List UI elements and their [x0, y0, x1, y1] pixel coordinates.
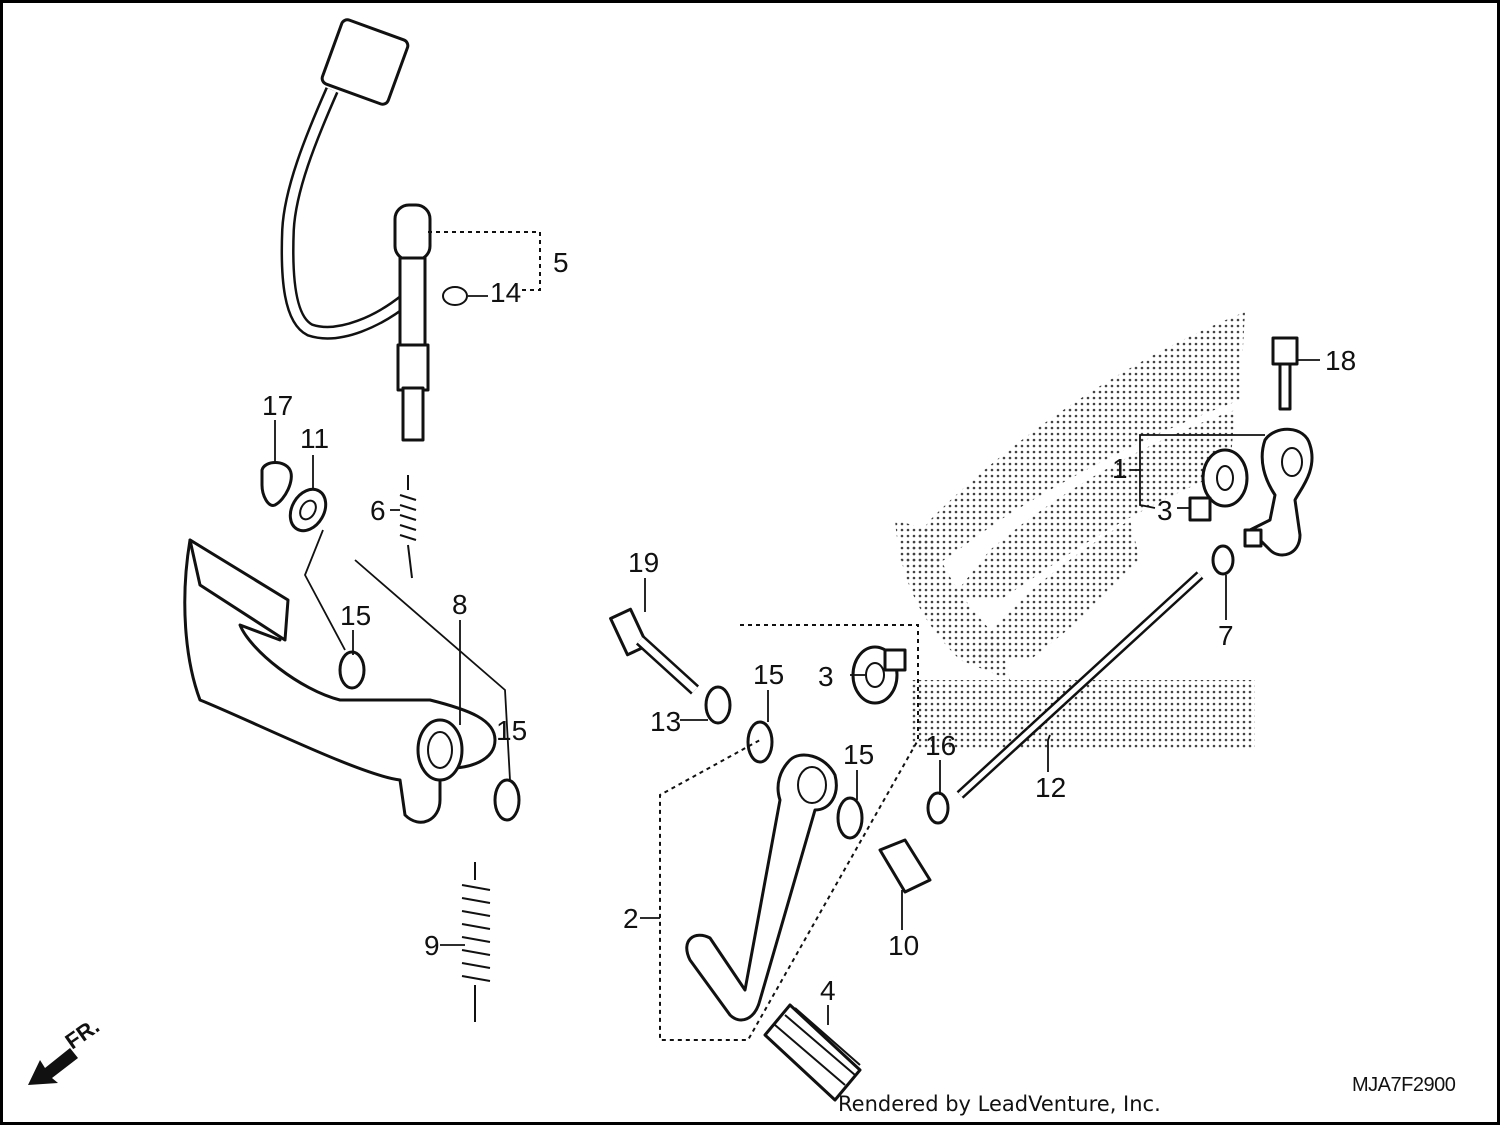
nut-16 — [926, 791, 950, 825]
callout-18: 18 — [1325, 345, 1356, 376]
washer-13 — [704, 685, 732, 725]
callout-14: 14 — [490, 277, 521, 308]
tie-rod-end — [851, 645, 907, 705]
callout-19: 19 — [628, 547, 659, 578]
return-spring-small — [399, 475, 417, 579]
diagram-code: MJA7F2900 — [1352, 1074, 1456, 1096]
callout-15b: 15 — [496, 715, 527, 746]
bolt-18 — [1271, 336, 1299, 411]
callout-8: 8 — [452, 589, 468, 620]
callout-10: 10 — [888, 930, 919, 961]
callout-4: 4 — [820, 975, 836, 1006]
fr-label: FR. — [61, 1013, 104, 1054]
callout-15c: 15 — [753, 659, 784, 690]
callout-12: 12 — [1035, 772, 1066, 803]
callout-6: 6 — [370, 495, 386, 526]
callout-16: 16 — [925, 730, 956, 761]
brake-pedal-spring — [461, 862, 491, 1022]
front-direction-arrow: FR. — [28, 1013, 104, 1085]
render-credit: Rendered by LeadVenture, Inc. — [838, 1092, 1161, 1116]
washer-15-lever — [746, 720, 864, 840]
callout-1: 1 — [1112, 453, 1128, 484]
callout-2: 2 — [623, 903, 639, 934]
nut-7 — [1211, 544, 1235, 576]
callout-5: 5 — [553, 247, 569, 278]
honda-wing-logo — [895, 312, 1255, 748]
cotter-pin — [260, 461, 293, 507]
tie-rod — [956, 571, 1204, 799]
callout-13: 13 — [650, 706, 681, 737]
collar-10 — [878, 838, 932, 894]
callout-3: 3 — [818, 661, 834, 692]
callout-15d: 15 — [843, 739, 874, 770]
callout-numbers: 1 2 3 3 4 5 6 7 8 9 10 11 12 13 14 15 15… — [262, 247, 1356, 1006]
callout-17: 17 — [262, 390, 293, 421]
leader-lines — [274, 359, 1320, 1041]
shift-pedal — [685, 753, 838, 1022]
washer-11 — [288, 487, 328, 533]
callout-11: 11 — [300, 423, 329, 454]
brake-pedal — [183, 529, 521, 824]
callout-3b: 3 — [1157, 495, 1173, 526]
callout-15a: 15 — [340, 600, 371, 631]
callout-7: 7 — [1218, 620, 1234, 651]
brake-switch-assembly — [280, 18, 541, 442]
gearshift-arm — [1188, 427, 1314, 557]
shift-pedal-rubber — [763, 1003, 862, 1102]
callout-9: 9 — [424, 930, 440, 961]
shift-lever-bolt — [609, 607, 700, 695]
